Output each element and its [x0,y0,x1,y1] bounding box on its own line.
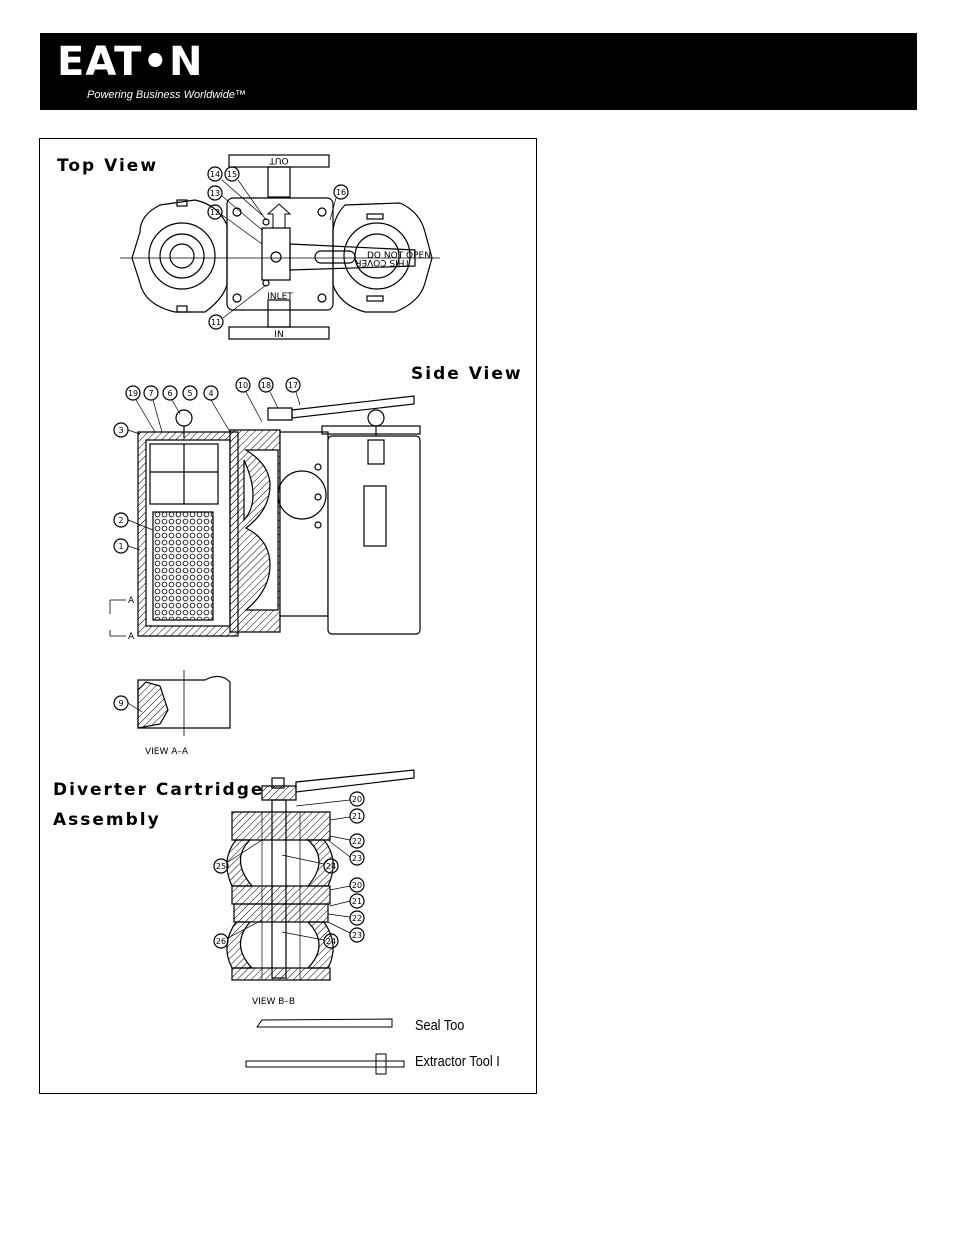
callout-24b: 24 [326,937,336,946]
callout-21b: 21 [352,897,362,906]
callout-18: 18 [261,381,271,390]
top-view-drawing: OUT IN DO NOT OPEN THIS COVE [120,155,440,340]
seal-tool-shape [257,1019,392,1027]
callout-19: 19 [128,389,138,398]
callout-26: 26 [216,937,226,946]
callout-14: 14 [210,170,220,179]
view-bb-label: VIEW B–B [252,997,295,1007]
callout-7: 7 [148,389,153,398]
callout-4: 4 [208,389,213,398]
view-aa-drawing: 9 VIEW A–A [114,670,230,757]
callout-3: 3 [118,426,123,435]
inlet-label: INLET [267,292,293,302]
callout-25: 25 [216,862,226,871]
view-aa-label: VIEW A–A [145,747,189,757]
callout-17: 17 [288,381,298,390]
callout-21a: 21 [352,812,362,821]
tools-drawing [246,1019,404,1074]
in-label: IN [274,330,283,340]
handle-plate [262,228,290,280]
callout-20a: 20 [352,795,362,804]
callout-22a: 22 [352,837,362,846]
filter-basket [153,512,213,620]
this-cover-label: THIS COVER [355,257,411,267]
callout-12: 12 [210,208,220,217]
out-label: OUT [269,155,289,165]
callout-5: 5 [187,389,192,398]
callout-2: 2 [118,516,123,525]
callout-6: 6 [167,389,172,398]
side-view-drawing: A A 19 7 6 5 4 10 18 17 3 2 1 [110,378,420,642]
callout-16: 16 [336,188,346,197]
callout-10: 10 [238,381,248,390]
callout-9: 9 [118,699,123,708]
callout-20b: 20 [352,881,362,890]
callout-23a: 23 [352,854,362,863]
extractor-tool-shape [246,1061,404,1067]
callout-15: 15 [227,170,237,179]
section-a-top: A [128,596,135,606]
callout-11: 11 [211,318,221,327]
extractor-tool-label: Extractor Tool I [415,1053,500,1070]
section-a-bottom: A [128,632,135,642]
seal-tool-label: Seal Too [415,1017,464,1034]
callout-23b: 23 [352,931,362,940]
callout-1: 1 [118,542,123,551]
callout-24a: 24 [326,862,336,871]
callout-13: 13 [210,189,220,198]
diverter-drawing: 20 21 22 23 25 24 20 21 22 23 26 24 VIEW… [214,770,414,1007]
callout-22b: 22 [352,914,362,923]
